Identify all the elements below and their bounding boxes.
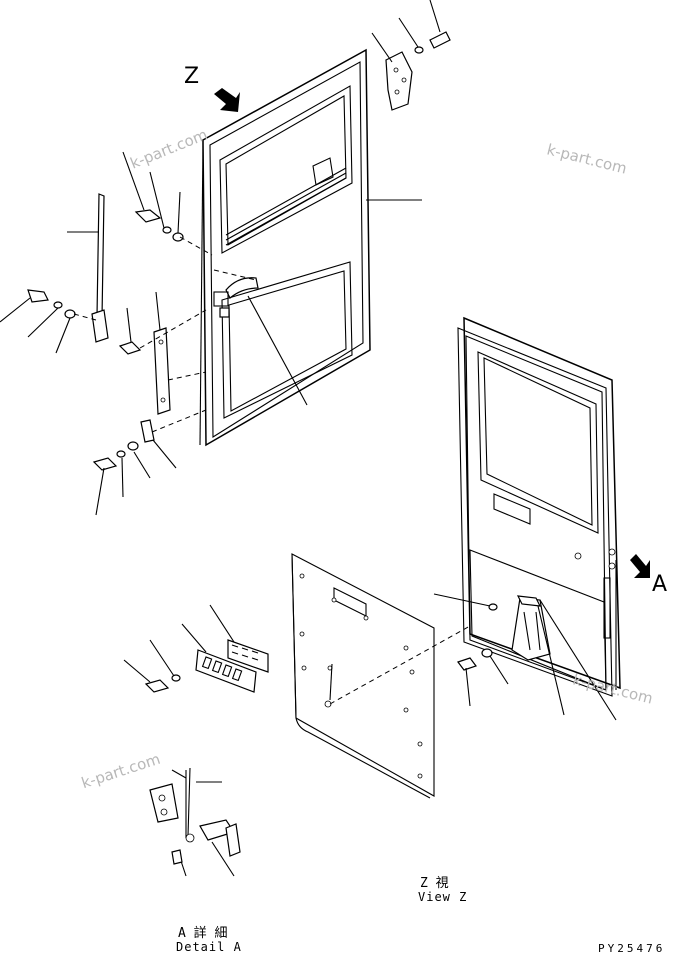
inside-lever: [511, 595, 617, 721]
panel-bolts: [433, 593, 509, 707]
lower-door-panel: [457, 316, 621, 697]
door-stay-bar: [67, 193, 109, 343]
upper-door-panel: [199, 48, 371, 447]
view-arrow-a-label: A: [652, 572, 668, 597]
top-bolt: [371, 0, 451, 63]
striker: [92, 409, 207, 516]
view-a-arrow: [630, 554, 650, 578]
view-z-jp-label: Z 視: [420, 876, 449, 891]
lock-plate: [118, 291, 207, 415]
view-arrow-z-label: Z: [184, 64, 200, 89]
inner-trim-panel: [291, 553, 471, 799]
stay-bolts: [0, 151, 213, 354]
outside-handle: [213, 269, 259, 318]
detail-a-lock: [149, 767, 241, 877]
detail-a-en-label: Detail A: [176, 940, 242, 954]
drawing-number: PY25476: [598, 942, 666, 955]
view-z-en-label: View Z: [418, 890, 468, 904]
vent-grilles: [123, 604, 269, 693]
hinge-bracket: [385, 51, 413, 111]
view-z-arrow: [214, 88, 240, 112]
detail-a-jp-label: A 詳 細: [178, 926, 228, 941]
